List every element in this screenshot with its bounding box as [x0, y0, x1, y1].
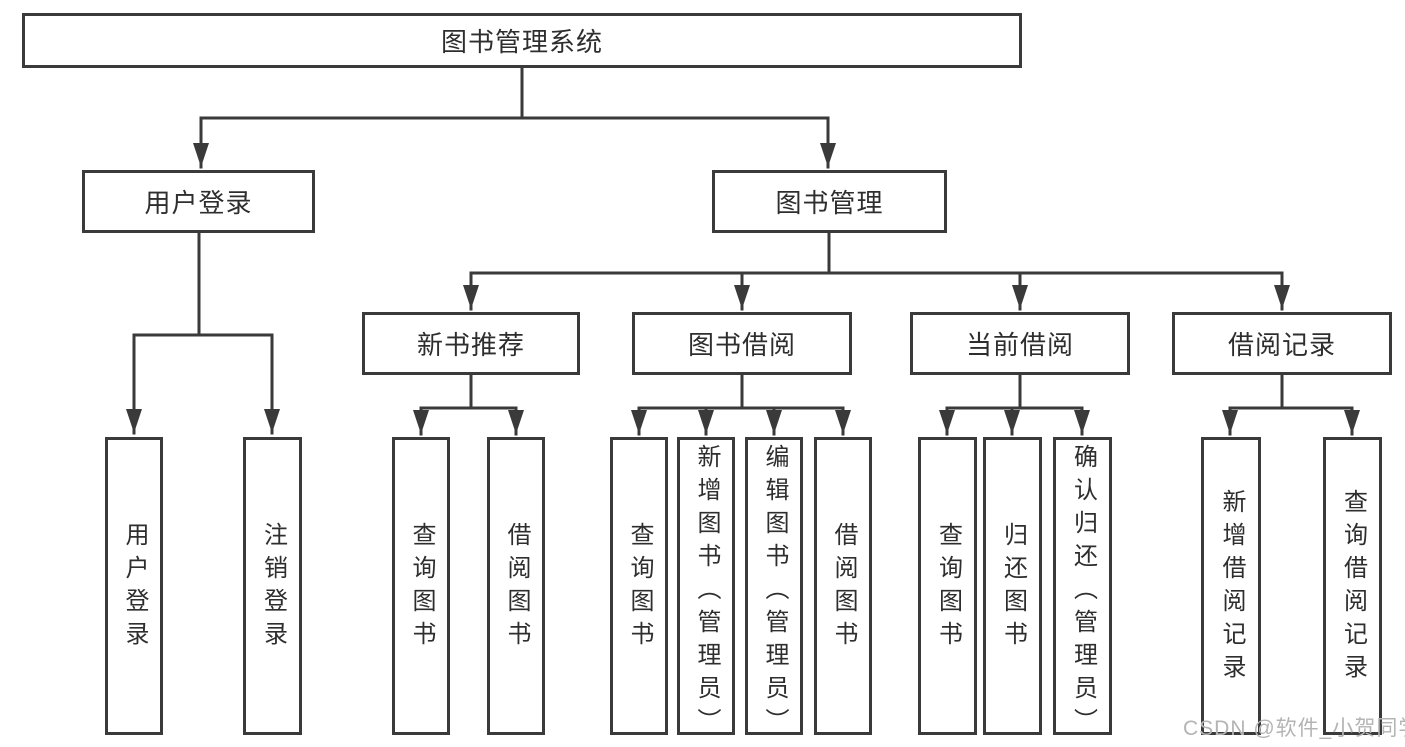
node-user-login: 用户登录: [82, 170, 315, 233]
node-book-management: 图书管理: [712, 170, 947, 233]
leaf-query-book-3: 查询图书: [918, 437, 977, 735]
leaf-confirm-return-admin: 确认归还（管理员）: [1053, 437, 1112, 741]
leaf-edit-book-admin: 编辑图书（管理员）: [745, 437, 803, 741]
node-new-book-recommend: 新书推荐: [362, 312, 580, 375]
connector-group: [126, 64, 1360, 436]
leaf-query-book-1: 查询图书: [392, 437, 450, 735]
csdn-watermark: CSDN @软件_小贺同学: [1183, 717, 1405, 740]
leaf-borrow-book-1: 借阅图书: [487, 437, 545, 735]
node-borrow-record: 借阅记录: [1172, 312, 1392, 375]
leaf-query-borrow-record: 查询借阅记录: [1323, 437, 1382, 735]
node-book-borrow: 图书借阅: [632, 312, 852, 375]
leaf-add-borrow-record: 新增借阅记录: [1201, 437, 1261, 735]
leaf-user-login: 用户登录: [105, 437, 163, 735]
leaf-query-book-2: 查询图书: [610, 437, 668, 735]
leaf-borrow-book-2: 借阅图书: [814, 437, 872, 735]
node-root: 图书管理系统: [22, 13, 1022, 68]
leaf-add-book-admin: 新增图书（管理员）: [677, 437, 735, 741]
leaf-return-book: 归还图书: [983, 437, 1042, 735]
leaf-logout: 注销登录: [243, 437, 302, 735]
node-current-borrow: 当前借阅: [910, 312, 1130, 375]
